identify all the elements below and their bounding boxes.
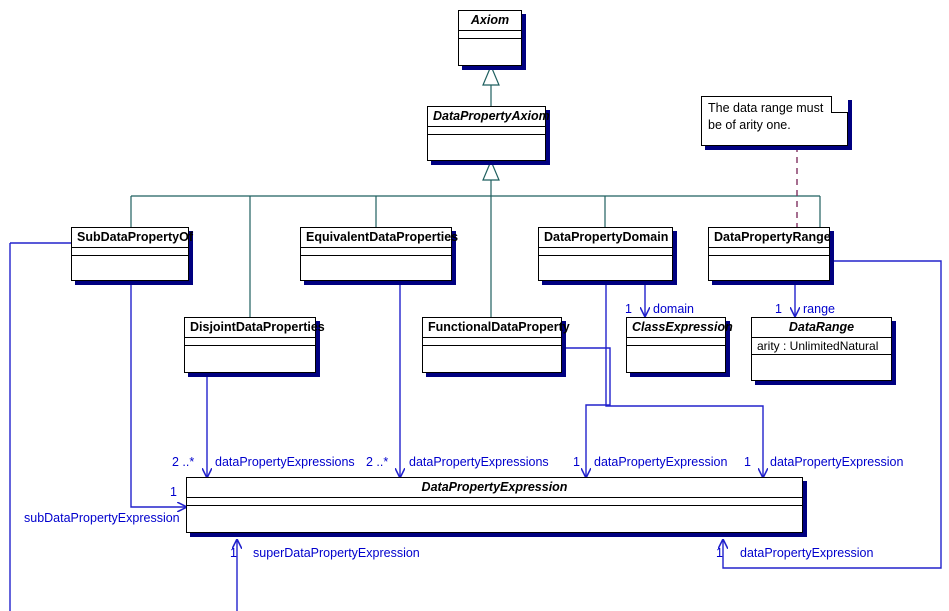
class-operations-datapropertyexpression	[187, 506, 802, 526]
role-label-domain: domain	[653, 302, 694, 316]
class-operations-subdatapropertyof	[72, 256, 188, 276]
class-operations-disjointdataproperties	[185, 346, 315, 366]
class-box-datarange[interactable]: DataRange arity : UnlimitedNatural	[751, 317, 892, 381]
generalization-datapropertyaxiom-axiom	[482, 64, 500, 106]
class-box-equivalentdataproperties[interactable]: EquivalentDataProperties	[300, 227, 458, 281]
class-attributes-datapropertyexpression	[187, 498, 802, 506]
class-box-datapropertydomain[interactable]: DataPropertyDomain	[538, 227, 673, 281]
class-attributes-classexpression	[627, 338, 725, 346]
class-attributes-datapropertyaxiom	[428, 127, 545, 135]
class-operations-datapropertydomain	[539, 256, 672, 276]
class-operations-axiom	[459, 39, 521, 59]
class-operations-classexpression	[627, 346, 725, 366]
association-functionaldataproperty-dpe	[564, 347, 611, 477]
role-label-sub-dpe: subDataPropertyExpression	[24, 511, 180, 525]
class-box-axiom[interactable]: Axiom	[458, 10, 522, 66]
class-attributes-subdatapropertyof	[72, 248, 188, 256]
role-label-range: range	[803, 302, 835, 316]
association-datapropertyrange-dpe	[723, 260, 942, 569]
class-attributes-datapropertyrange	[709, 248, 829, 256]
association-datapropertydomain-dpe	[605, 283, 763, 477]
class-name-functionaldataproperty: FunctionalDataProperty	[423, 318, 570, 338]
multiplicity-domain: 1	[625, 302, 632, 316]
multiplicity-disjoint-dpes: 2 ..*	[172, 455, 195, 469]
class-attribute-arity: arity : UnlimitedNatural	[752, 338, 891, 355]
note-data-range-arity[interactable]: The data range must be of arity one.	[701, 96, 848, 146]
role-label-disjoint-dpes: dataPropertyExpressions	[215, 455, 355, 469]
class-box-functionaldataproperty[interactable]: FunctionalDataProperty	[422, 317, 570, 373]
class-attributes-axiom	[459, 31, 521, 39]
role-label-range-dpe: dataPropertyExpression	[770, 455, 904, 469]
generalization-tree-datapropertyaxiom	[130, 159, 821, 317]
note-line-1: The data range must	[708, 101, 824, 115]
class-operations-datapropertyaxiom	[428, 135, 545, 155]
class-name-datapropertyrange: DataPropertyRange	[709, 228, 831, 248]
class-box-classexpression[interactable]: ClassExpression	[626, 317, 733, 373]
multiplicity-range: 1	[775, 302, 782, 316]
class-box-datapropertyrange[interactable]: DataPropertyRange	[708, 227, 831, 281]
class-attributes-equivalentdataproperties	[301, 248, 451, 256]
class-attributes-functionaldataproperty	[423, 338, 561, 346]
multiplicity-range-dpe: 1	[744, 455, 751, 469]
multiplicity-equivalent-dpes: 2 ..*	[366, 455, 389, 469]
role-label-functional-dpe: dataPropertyExpression	[594, 455, 728, 469]
class-name-axiom: Axiom	[459, 11, 521, 31]
class-operations-functionaldataproperty	[423, 346, 561, 366]
note-fold-corner	[831, 96, 848, 113]
multiplicity-sub-dpe: 1	[170, 485, 177, 499]
class-operations-datarange	[752, 355, 891, 375]
multiplicity-super-dpe: 1	[230, 546, 237, 560]
multiplicity-functional-dpe: 1	[573, 455, 580, 469]
class-name-datapropertyexpression: DataPropertyExpression	[187, 478, 802, 498]
class-attributes-datapropertydomain	[539, 248, 672, 256]
class-name-disjointdataproperties: DisjointDataProperties	[185, 318, 325, 338]
class-box-disjointdataproperties[interactable]: DisjointDataProperties	[184, 317, 325, 373]
role-label-super-dpe: superDataPropertyExpression	[253, 546, 420, 560]
class-box-datapropertyaxiom[interactable]: DataPropertyAxiom	[427, 106, 550, 161]
class-name-datarange: DataRange	[752, 318, 891, 338]
role-label-equivalent-dpes: dataPropertyExpressions	[409, 455, 549, 469]
class-name-datapropertydomain: DataPropertyDomain	[539, 228, 672, 248]
note-line-2: be of arity one.	[708, 118, 791, 132]
class-box-subdatapropertyof[interactable]: SubDataPropertyOf	[71, 227, 193, 281]
class-operations-datapropertyrange	[709, 256, 829, 276]
class-box-datapropertyexpression[interactable]: DataPropertyExpression	[186, 477, 803, 533]
class-name-classexpression: ClassExpression	[627, 318, 733, 338]
class-name-equivalentdataproperties: EquivalentDataProperties	[301, 228, 458, 248]
role-label-domain-dpe: dataPropertyExpression	[740, 546, 874, 560]
class-name-datapropertyaxiom: DataPropertyAxiom	[428, 107, 550, 127]
association-subdatapropertyof-sub-dpe	[9, 242, 186, 611]
multiplicity-domain-dpe: 1	[716, 546, 723, 560]
class-attributes-disjointdataproperties	[185, 338, 315, 346]
class-operations-equivalentdataproperties	[301, 256, 451, 276]
class-name-subdatapropertyof: SubDataPropertyOf	[72, 228, 193, 248]
